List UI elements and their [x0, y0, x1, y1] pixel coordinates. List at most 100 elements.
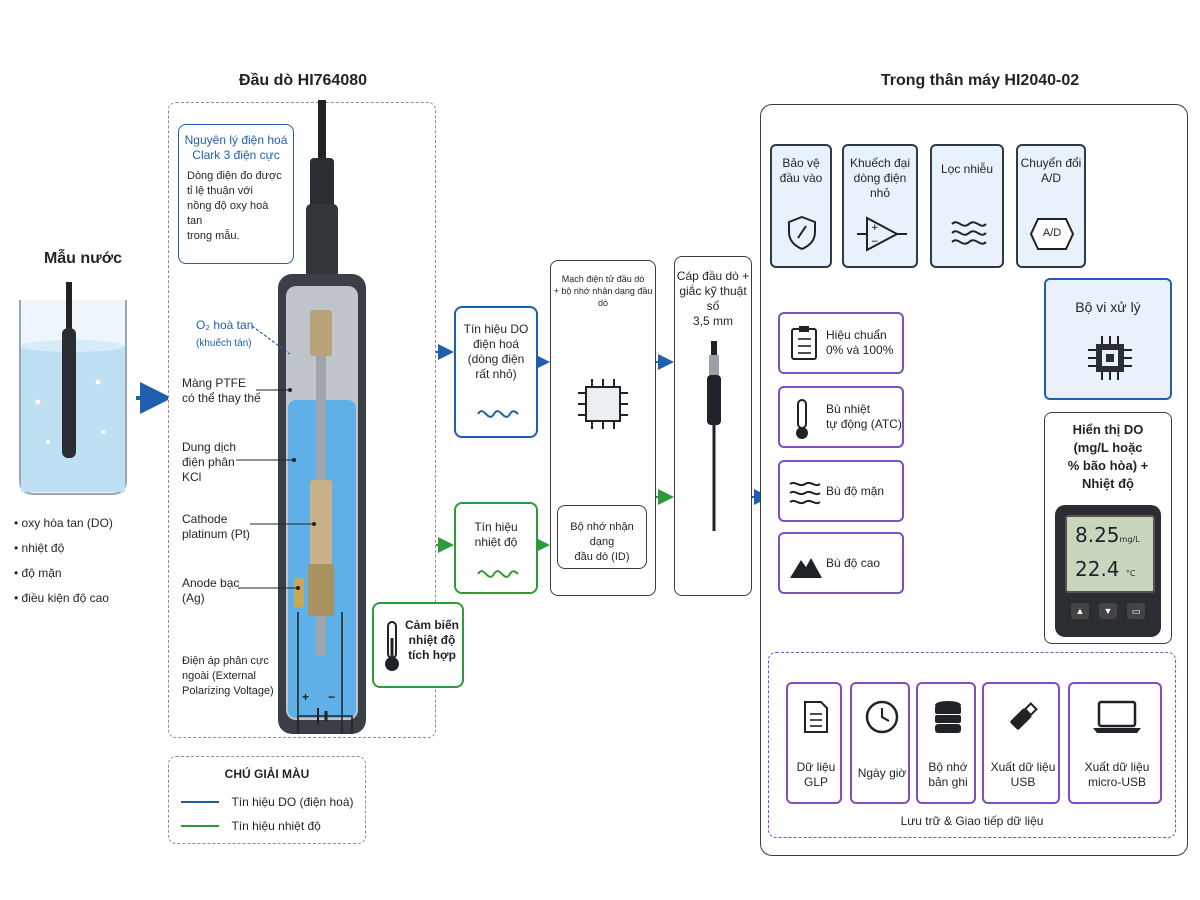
svg-text:+: +	[871, 223, 879, 233]
temp-sensor-box: Cảm biến nhiệt độ tích hợp	[372, 602, 464, 688]
thermometer-icon	[796, 399, 808, 439]
jack-icon	[707, 341, 721, 531]
cathode-label: Cathode platinum (Pt)	[182, 512, 251, 541]
display-title: Hiển thị DO (mg/L hoặc % bão hòa) + Nhiệ…	[1067, 422, 1149, 491]
storage-label: Xuất dữ liệu USB	[990, 760, 1056, 789]
storage-label: Ngày giờ	[857, 766, 907, 780]
memory-label: Bộ nhớ nhận dạng đầu dò (ID)	[570, 521, 634, 563]
do-wave-icon	[477, 410, 519, 418]
voltage-label: Điện áp phân cực ngoài (External Polariz…	[182, 655, 274, 697]
chain-input-protection: Bảo vệ đầu vào	[770, 144, 832, 268]
sample-bullet: • độ mặn	[14, 566, 62, 580]
do-signal-box: Tín hiệu DO điện hoá (dòng điện rất nhỏ)	[454, 306, 538, 438]
chain-noise-filter: Lọc nhiễu	[930, 144, 1004, 268]
laptop-icon	[1093, 700, 1141, 733]
temp-sensor-label: Cảm biến nhiệt độ tích hợp	[404, 618, 459, 662]
legend-swatch-green	[181, 824, 219, 827]
probe-title: Đầu dò HI764080	[238, 72, 368, 89]
usb-export-box: Xuất dữ liệu USB	[982, 682, 1060, 804]
lcd-screen: 8.25mg/L 22.4 °C	[1065, 515, 1155, 593]
probe-illustration	[278, 100, 366, 734]
atc-box: Bù nhiệt tự động (ATC)	[778, 386, 904, 448]
chain-label: Lọc nhiễu	[940, 162, 994, 176]
datetime-box: Ngày giờ	[850, 682, 910, 804]
lcd-temp-unit: °C	[1125, 569, 1136, 578]
do-signal-label: Tín hiệu DO điện hoá (dòng điện rất nhỏ)	[463, 322, 529, 381]
down-button[interactable]: ▼	[1099, 603, 1117, 619]
document-icon	[804, 701, 828, 733]
atc-label: Bù nhiệt tự động (ATC)	[826, 402, 902, 431]
glp-box: Dữ liệu GLP	[786, 682, 842, 804]
sample-bullet-list: • oxy hòa tan (DO) • nhiệt độ • độ mặn •…	[14, 516, 113, 606]
wave-filter-icon	[951, 221, 987, 245]
chain-label: Chuyển đổi A/D	[1020, 156, 1082, 185]
memory-box: Bộ nhớ nhận dạng đầu dò (ID)	[557, 505, 647, 569]
altitude-label: Bù độ cao	[826, 556, 881, 570]
records-box: Bộ nhớ bản ghi	[916, 682, 976, 804]
calibration-box: Hiệu chuẩn 0% và 100%	[778, 312, 904, 374]
chain-amplifier: Khuếch đại dòng điện nhỏ +−	[842, 144, 918, 268]
adc-badge: A/D	[1042, 227, 1062, 239]
chip-icon	[578, 379, 628, 429]
altitude-box: Bù độ cao	[778, 532, 904, 594]
sample-bullet: • oxy hòa tan (DO)	[14, 516, 113, 530]
storage-label: Bộ nhớ bản ghi	[928, 760, 968, 789]
legend-label: Tín hiệu nhiệt độ	[231, 819, 321, 833]
thermometer-icon	[385, 621, 399, 671]
salinity-label: Bù độ mặn	[826, 484, 885, 498]
sample-title: Mẫu nước	[43, 250, 123, 267]
clock-icon	[865, 700, 899, 734]
lcd-do-value: 8.25mg/L	[1075, 523, 1140, 547]
cable-title: Cáp đầu dò + giắc kỹ thuật số 3,5 mm	[676, 269, 750, 328]
shield-icon	[788, 215, 816, 251]
mountain-icon	[790, 558, 822, 578]
storage-title: Lưu trữ & Giao tiếp dữ liệu	[900, 814, 1044, 828]
database-icon	[935, 701, 961, 733]
cable-box: Cáp đầu dò + giắc kỹ thuật số 3,5 mm	[674, 256, 752, 596]
processor-chip-icon	[1088, 336, 1132, 380]
salinity-box: Bù độ mặn	[778, 460, 904, 522]
display-box: Hiển thị DO (mg/L hoặc % bão hòa) + Nhiệ…	[1044, 412, 1172, 644]
anode-label: Anode bạc (Ag)	[182, 576, 240, 605]
temp-signal-box: Tín hiệu nhiệt độ	[454, 502, 538, 594]
sample-bullet: • nhiệt độ	[14, 541, 65, 555]
legend-item-do: Tín hiệu DO (điện hoá)	[181, 793, 354, 811]
circuit-title: Mạch điện tử đầu dò + bộ nhớ nhận dạng đ…	[553, 274, 653, 308]
membrane-label: Màng PTFE có thể thay thế	[182, 376, 261, 405]
chain-label: Bảo vệ đầu vào	[779, 156, 823, 185]
lcd-temp-value: 22.4 °C	[1075, 557, 1136, 581]
chain-adc: Chuyển đổi A/D A/D	[1016, 144, 1086, 268]
microprocessor-box: Bộ vi xử lý	[1044, 278, 1172, 400]
microprocessor-label: Bộ vi xử lý	[1075, 299, 1141, 315]
amplifier-icon: +−	[857, 216, 907, 252]
principle-box: Nguyên lý điện hoá Clark 3 điện cực Dòng…	[178, 124, 294, 264]
meter-title: Trong thân máy HI2040-02	[880, 72, 1080, 89]
legend-title: CHÚ GIẢI MÀU	[224, 767, 310, 781]
usb-drive-icon	[1010, 702, 1038, 730]
voltage-plus: +	[302, 690, 310, 704]
voltage-minus: −	[328, 690, 336, 704]
up-button[interactable]: ▲	[1071, 603, 1089, 619]
storage-label: Xuất dữ liệu micro-USB	[1084, 760, 1150, 789]
storage-label: Dữ liệu GLP	[796, 760, 836, 789]
o2-label: O₂ hoà tan	[196, 318, 254, 332]
chain-label: Khuếch đại dòng điện nhỏ	[849, 156, 911, 200]
micro-usb-export-box: Xuất dữ liệu micro-USB	[1068, 682, 1162, 804]
legend-label: Tín hiệu DO (điện hoá)	[231, 795, 354, 809]
adc-icon: A/D	[1029, 218, 1075, 250]
menu-button[interactable]: ▭	[1127, 603, 1145, 619]
principle-text: Dòng điện đo được tỉ lệ thuận với nồng đ…	[187, 170, 282, 242]
temp-wave-icon	[477, 570, 519, 578]
meter-device: 8.25mg/L 22.4 °C ▲ ▼ ▭	[1055, 505, 1161, 637]
principle-title: Nguyên lý điện hoá Clark 3 điện cực	[184, 133, 288, 162]
svg-text:−: −	[871, 237, 879, 247]
salinity-waves-icon	[789, 481, 821, 505]
circuit-box: Mạch điện tử đầu dò + bộ nhớ nhận dạng đ…	[550, 260, 656, 596]
legend-item-temp: Tín hiệu nhiệt độ	[181, 817, 321, 835]
calibration-label: Hiệu chuẩn 0% và 100%	[826, 328, 894, 357]
o2-sub-label: (khuếch tán)	[196, 338, 252, 349]
beaker-illustration	[19, 282, 127, 495]
temp-signal-label: Tín hiệu nhiệt độ	[474, 520, 518, 549]
lcd-do-unit: mg/L	[1119, 535, 1140, 544]
sample-bullet: • điều kiện độ cao	[14, 591, 109, 605]
